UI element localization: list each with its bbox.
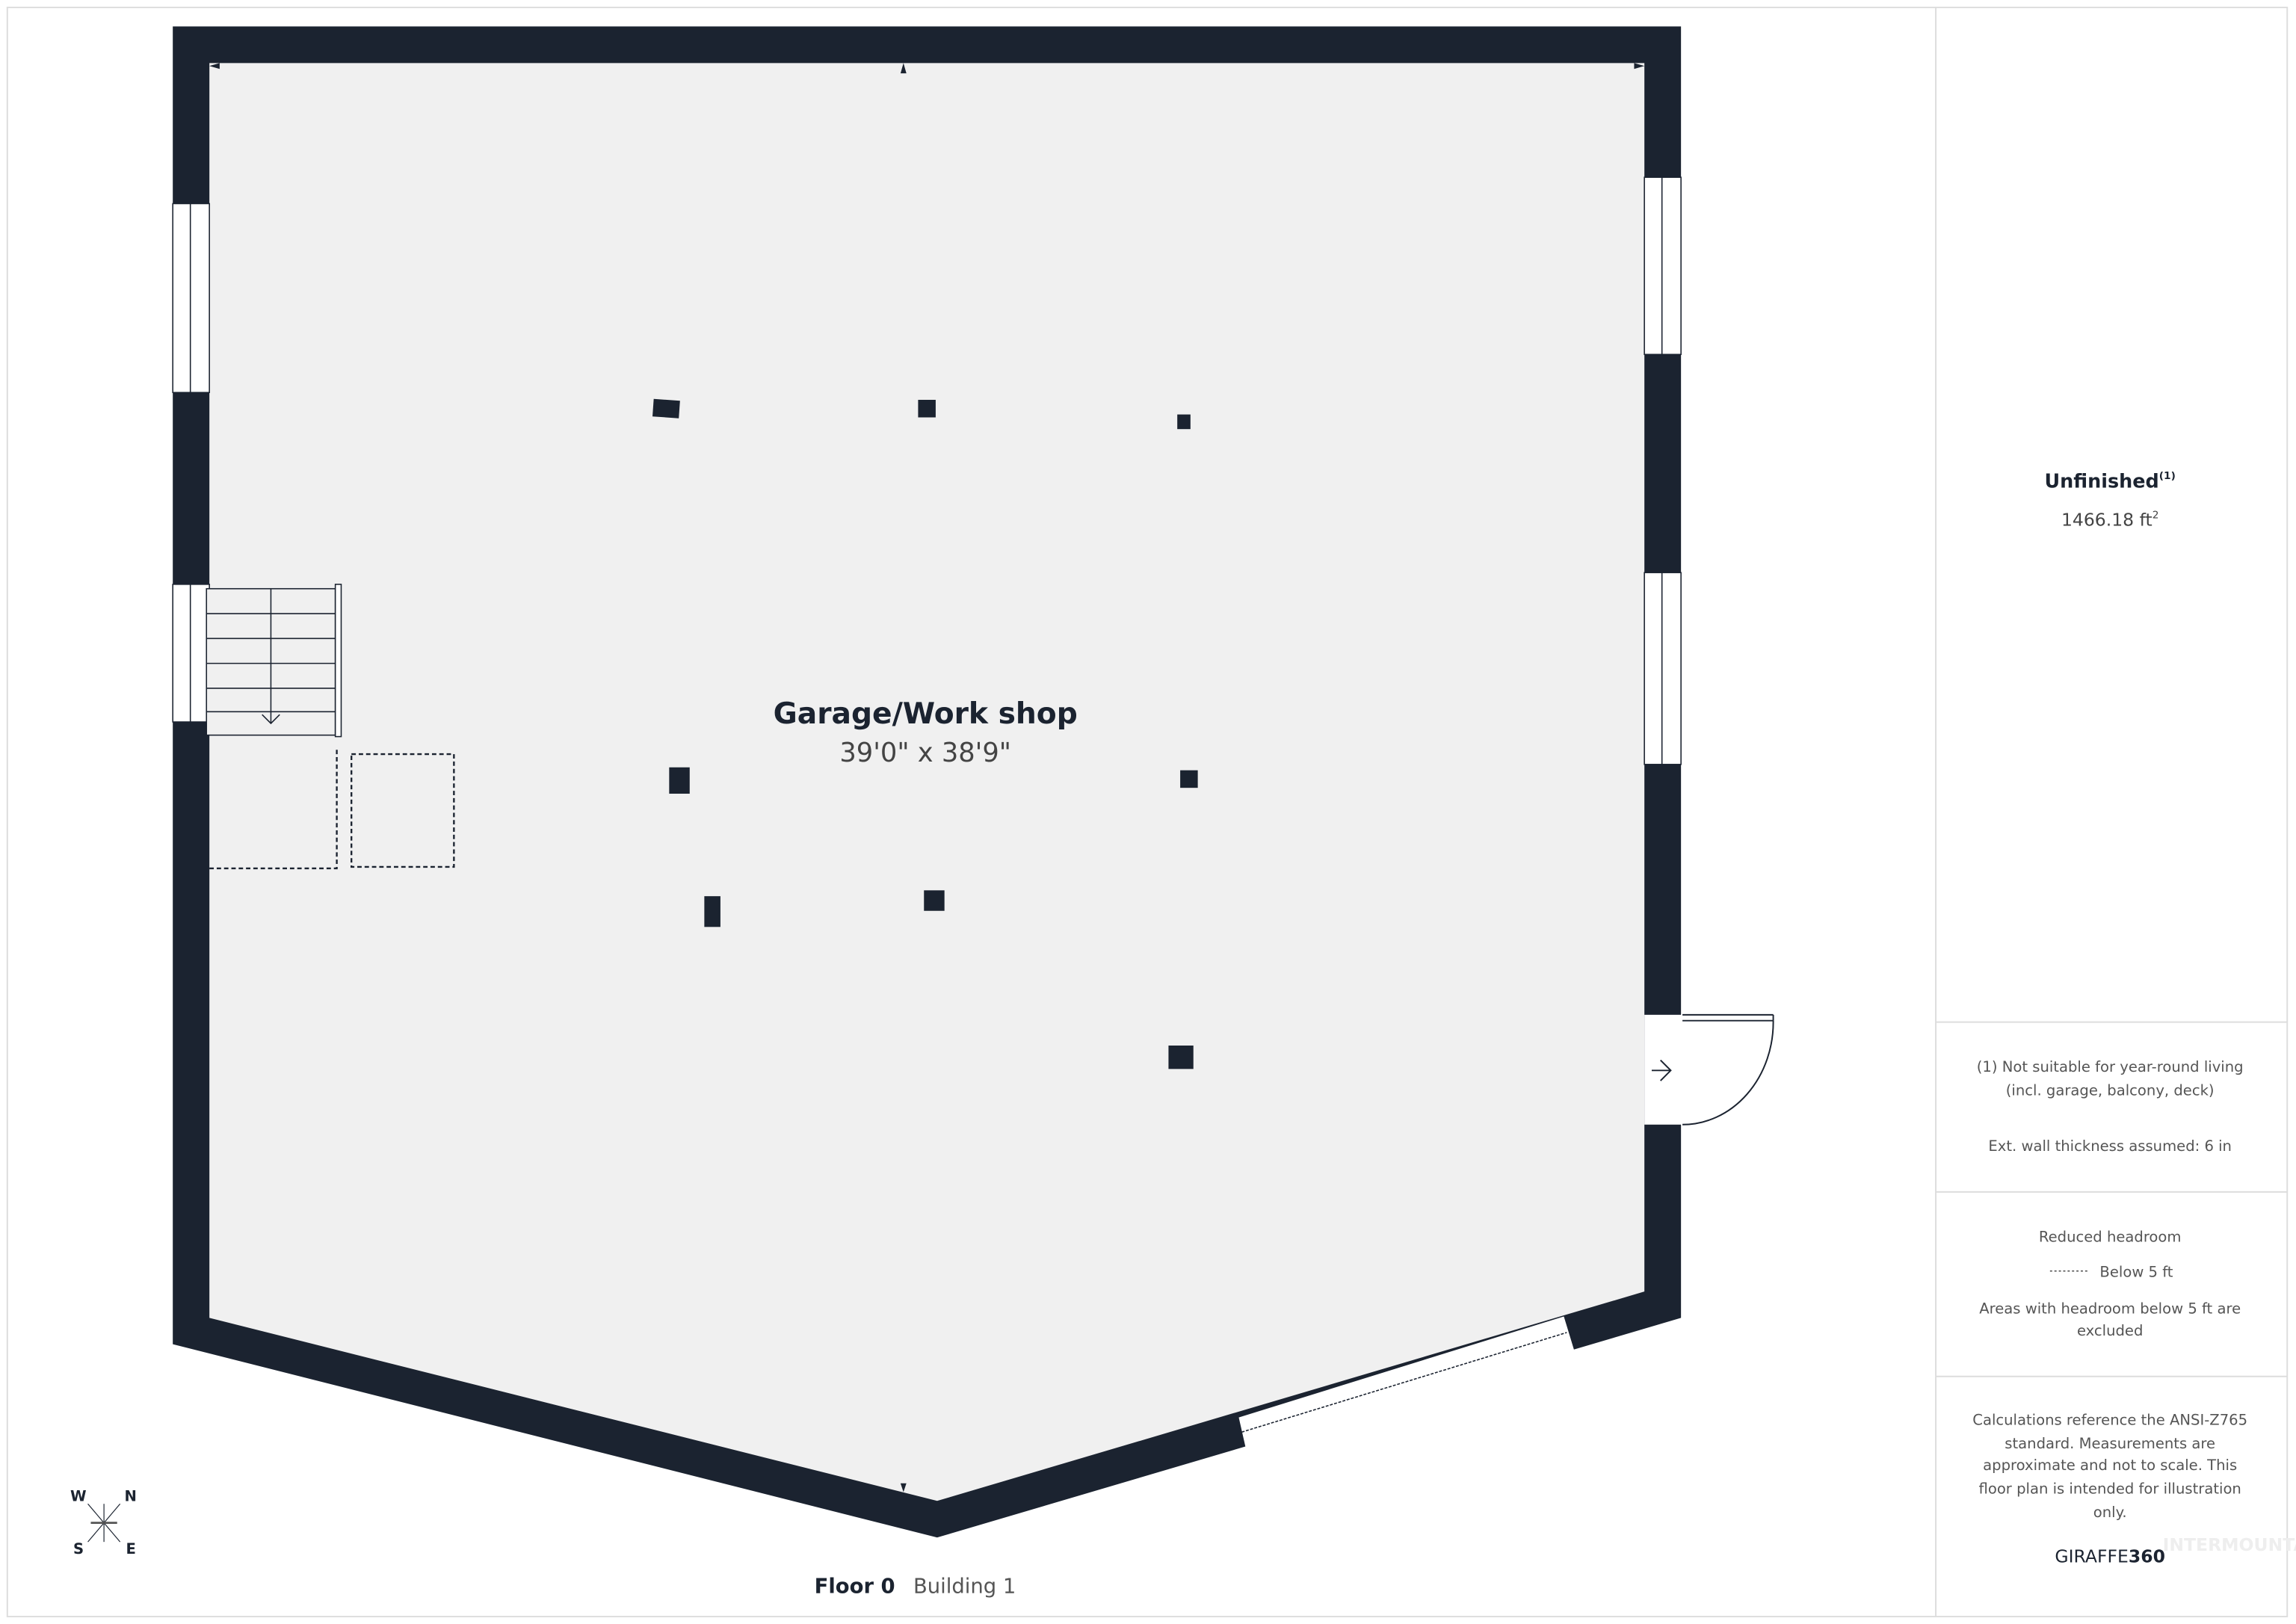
floor-footer: Floor 0 Building 1 — [815, 1575, 1016, 1599]
area-summary-label: Unfinished(1) — [2045, 470, 2176, 493]
disclaimer-line-1: Calculations reference the ANSI-Z765 — [1972, 1411, 2247, 1428]
disclaimer-line-5: only. — [2093, 1504, 2127, 1521]
window-right-1 — [1644, 176, 1682, 356]
sliding-door — [1238, 1316, 1575, 1450]
headroom-note-line-2: excluded — [2077, 1322, 2143, 1339]
wall-thickness-note: Ext. wall thickness assumed: 6 in — [1988, 1137, 2232, 1155]
headroom-title: Reduced headroom — [2039, 1229, 2182, 1246]
disclaimer-line-2: standard. Measurements are — [2005, 1435, 2215, 1452]
floor-label: Floor 0 — [815, 1575, 895, 1599]
reduced-headroom-areas — [209, 747, 455, 870]
footnote-line-2: (incl. garage, balcony, deck) — [2006, 1082, 2215, 1099]
svg-text:W: W — [70, 1487, 87, 1504]
headroom-legend-label: Below 5 ft — [2099, 1264, 2173, 1281]
svg-text:E: E — [126, 1540, 135, 1557]
columns — [652, 398, 1198, 1069]
disclaimer-line-3: approximate and not to scale. This — [1983, 1457, 2237, 1474]
svg-text:S: S — [73, 1540, 84, 1557]
measurement-markers — [209, 63, 1645, 1492]
windows — [172, 176, 1682, 765]
footnote-line-1: (1) Not suitable for year-round living — [1977, 1058, 2244, 1075]
compass-icon: W N S E — [70, 1487, 137, 1557]
building-label: Building 1 — [913, 1575, 1016, 1599]
legend-panel: Unfinished(1) 1466.18 ft2 (1) Not suitab… — [1935, 7, 2296, 1617]
window-left-2 — [172, 584, 210, 723]
svg-text:N: N — [125, 1487, 137, 1504]
brand-logo: GIRAFFE360 — [2055, 1546, 2165, 1567]
disclaimer-line-4: floor plan is intended for illustration — [1979, 1481, 2241, 1498]
area-summary-value: 1466.18 ft2 — [2061, 509, 2158, 530]
headroom-note-line-1: Areas with headroom below 5 ft are — [1979, 1300, 2241, 1318]
entry-arrow-icon — [1651, 1059, 1672, 1081]
door-right — [1644, 1013, 1774, 1126]
window-left-1 — [172, 203, 210, 393]
staircase — [206, 584, 342, 738]
window-right-2 — [1644, 572, 1682, 765]
room-dimensions: 39'0" x 38'9" — [839, 738, 1011, 768]
room-floor — [209, 63, 1645, 1501]
watermark: INTERMOUNTAIN — [2163, 1534, 2296, 1555]
room-name: Garage/Work shop — [774, 697, 1078, 731]
